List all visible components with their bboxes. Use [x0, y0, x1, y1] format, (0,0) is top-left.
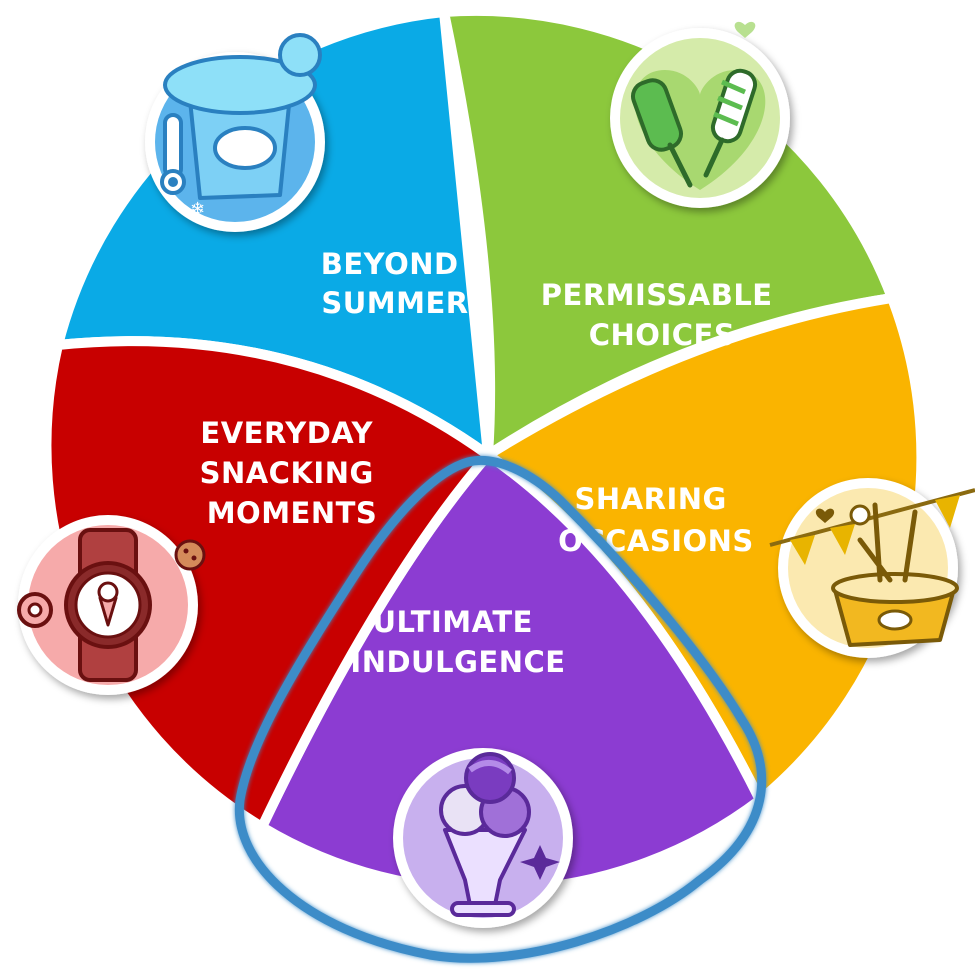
label-permissable-choices: PERMISSABLE CHOICES — [541, 278, 783, 352]
label-beyond-summer: BEYOND SUMMER — [321, 247, 470, 320]
watch-icecream-icon — [17, 515, 206, 695]
label-sharing-occasions: SHARING OCCASIONS — [558, 482, 754, 558]
party-tub-icon — [769, 478, 975, 658]
svg-text:❄: ❄ — [190, 199, 205, 220]
highlight-outline — [234, 455, 767, 963]
label-ultimate-indulgence: ULTIMATE INDULGENCE — [350, 605, 565, 679]
label-everyday-snacking: EVERYDAY SNACKING MOMENTS — [200, 416, 385, 530]
popsicle-heart-icon — [610, 21, 790, 208]
ice-cream-tub-icon: ❄ — [145, 33, 325, 232]
sundae-icon — [393, 712, 573, 928]
